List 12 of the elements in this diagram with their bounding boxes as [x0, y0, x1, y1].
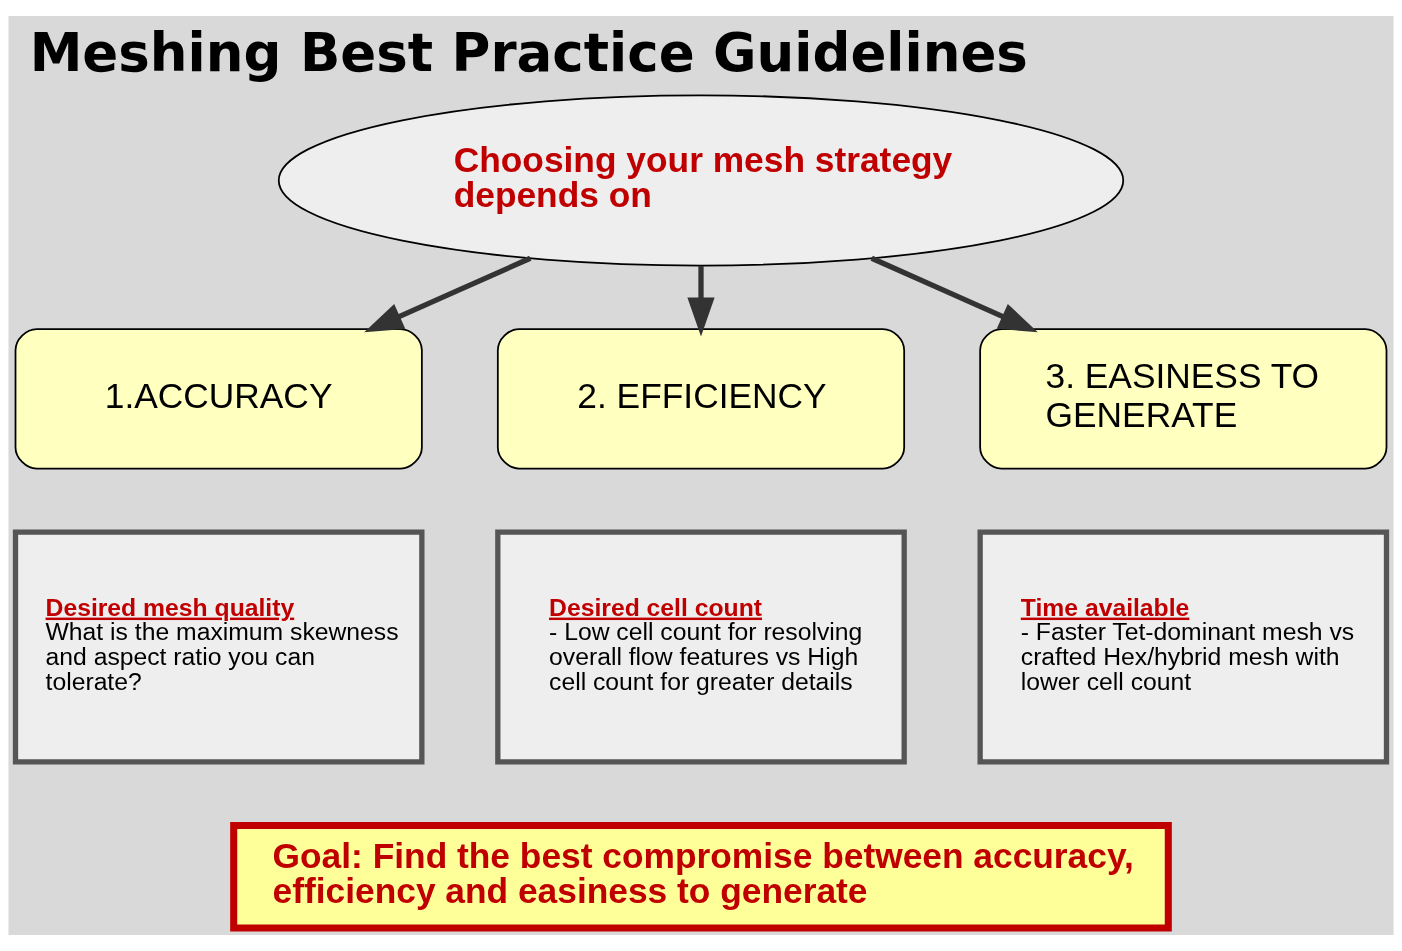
node-box: Time available - Faster Tet-dominant mesh vs crafted Hex/hybrid mesh with lower cell count [977, 529, 1390, 765]
node-box: 2. EFFICIENCY [496, 328, 906, 470]
node-box: 1.ACCURACY [14, 328, 423, 470]
node-box: Desired mesh quality What is the maximum skewness and aspect ratio you can tolerate? [12, 529, 425, 765]
arrow [870, 255, 1038, 333]
node-box: Desired cell count - Low cell count for resolving overall flow features vs High cell count for greater details [495, 529, 907, 765]
node-box: 3. EASINESS TO GENERATE [979, 328, 1388, 470]
arrow [687, 265, 715, 337]
node-ellipse: Choosing your mesh strategy depends on [277, 94, 1125, 267]
arrow [364, 255, 532, 333]
diagram-title: Meshing Best Practice Guidelines [29, 21, 1028, 83]
node-box: Goal: Find the best compromise between accuracy, efficiency and easiness to generate [230, 821, 1172, 932]
